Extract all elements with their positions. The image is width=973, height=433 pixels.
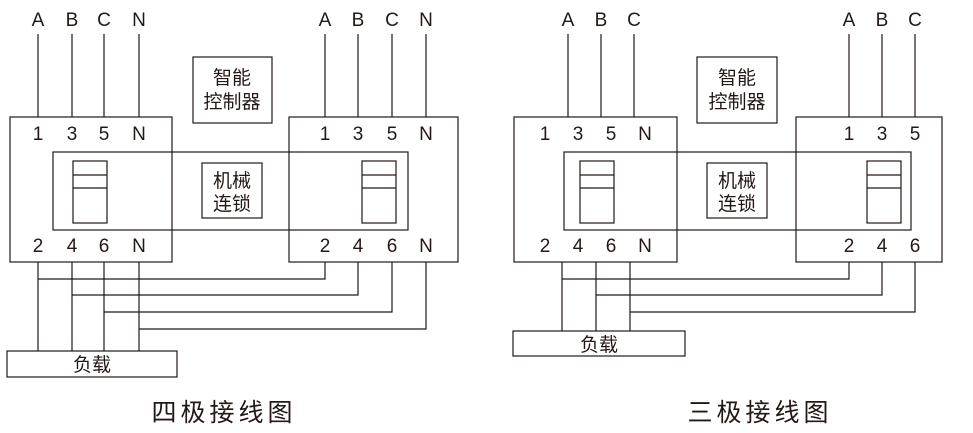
terminal-label: 3 (877, 124, 888, 145)
phase-label-b: B (595, 10, 608, 31)
terminal-label: 3 (67, 124, 78, 145)
controller-label-line1: 智能 (213, 67, 251, 89)
terminal-label: 6 (606, 236, 617, 257)
terminal-label: 2 (33, 236, 44, 257)
terminal-label: 6 (99, 236, 110, 257)
phase-label-a: A (562, 10, 575, 31)
phase-label-c: C (908, 10, 922, 31)
controller-label-line2: 控制器 (708, 91, 765, 113)
terminal-label: N (638, 236, 652, 257)
terminal-label: N (132, 124, 146, 145)
diagram-caption: 四极接线图 (151, 398, 296, 427)
interlock-label-line1: 机械 (213, 170, 251, 192)
load-label: 负载 (580, 334, 618, 356)
terminal-label: 4 (353, 236, 364, 257)
controller-label-line1: 智能 (718, 67, 756, 89)
breaker-handle-left (72, 160, 108, 224)
load-box (512, 330, 686, 357)
phase-label-a: A (843, 10, 856, 31)
terminal-label: 1 (33, 124, 44, 145)
output-wiring (37, 262, 427, 351)
terminal-label: N (419, 124, 433, 145)
breaker-handle-right (361, 160, 397, 224)
terminal-label: 3 (353, 124, 364, 145)
smart-controller-box (192, 56, 273, 124)
inner-frame (563, 151, 912, 231)
terminal-label: 5 (606, 124, 617, 145)
breaker-handle-right (866, 160, 902, 224)
terminal-label: 2 (320, 236, 331, 257)
terminal-label: 6 (910, 236, 921, 257)
terminal-label: 3 (573, 124, 584, 145)
terminal-label: 1 (844, 124, 855, 145)
terminal-label: N (638, 124, 652, 145)
terminal-label: 4 (877, 236, 888, 257)
interlock-label-line2: 连锁 (213, 193, 251, 215)
terminal-label: 2 (540, 236, 551, 257)
interlock-label-line1: 机械 (718, 170, 756, 192)
terminal-label: 5 (910, 124, 921, 145)
load-label: 负载 (73, 354, 111, 376)
terminal-label: 1 (540, 124, 551, 145)
switch-body-right (288, 116, 459, 263)
terminal-label: 4 (573, 236, 584, 257)
output-wiring (561, 262, 916, 331)
mechanical-interlock-box (201, 162, 263, 219)
terminal-label: N (132, 236, 146, 257)
phase-label-a: A (319, 10, 332, 31)
phase-label-b: B (66, 10, 79, 31)
terminal-label: 6 (387, 236, 398, 257)
mechanical-interlock-box (706, 162, 768, 219)
phase-label-b: B (876, 10, 889, 31)
phase-label-c: C (627, 10, 641, 31)
inner-frame (52, 151, 409, 231)
terminal-label: 5 (99, 124, 110, 145)
phase-label-n: N (419, 10, 433, 31)
interlock-label-line2: 连锁 (718, 193, 756, 215)
four-pole-diagram: A B C N A B C N 1 (6, 10, 459, 427)
switch-body-right (795, 116, 943, 263)
switch-body-left (9, 116, 173, 263)
terminal-label: N (419, 236, 433, 257)
switch-body-left (513, 116, 678, 263)
terminal-label: 1 (320, 124, 331, 145)
terminal-label: 4 (67, 236, 78, 257)
three-pole-diagram: A B C A B C 1 3 5 N 1 (512, 10, 943, 427)
breaker-handle-left (579, 160, 615, 224)
load-box (6, 350, 178, 378)
phase-label-c: C (385, 10, 399, 31)
terminal-label: 2 (844, 236, 855, 257)
phase-label-a: A (32, 10, 45, 31)
controller-label-line2: 控制器 (203, 91, 260, 113)
smart-controller-box (696, 56, 778, 124)
phase-label-c: C (97, 10, 111, 31)
terminal-label: 5 (387, 124, 398, 145)
diagram-caption: 三极接线图 (687, 398, 832, 427)
phase-label-b: B (352, 10, 365, 31)
phase-label-n: N (132, 10, 146, 31)
